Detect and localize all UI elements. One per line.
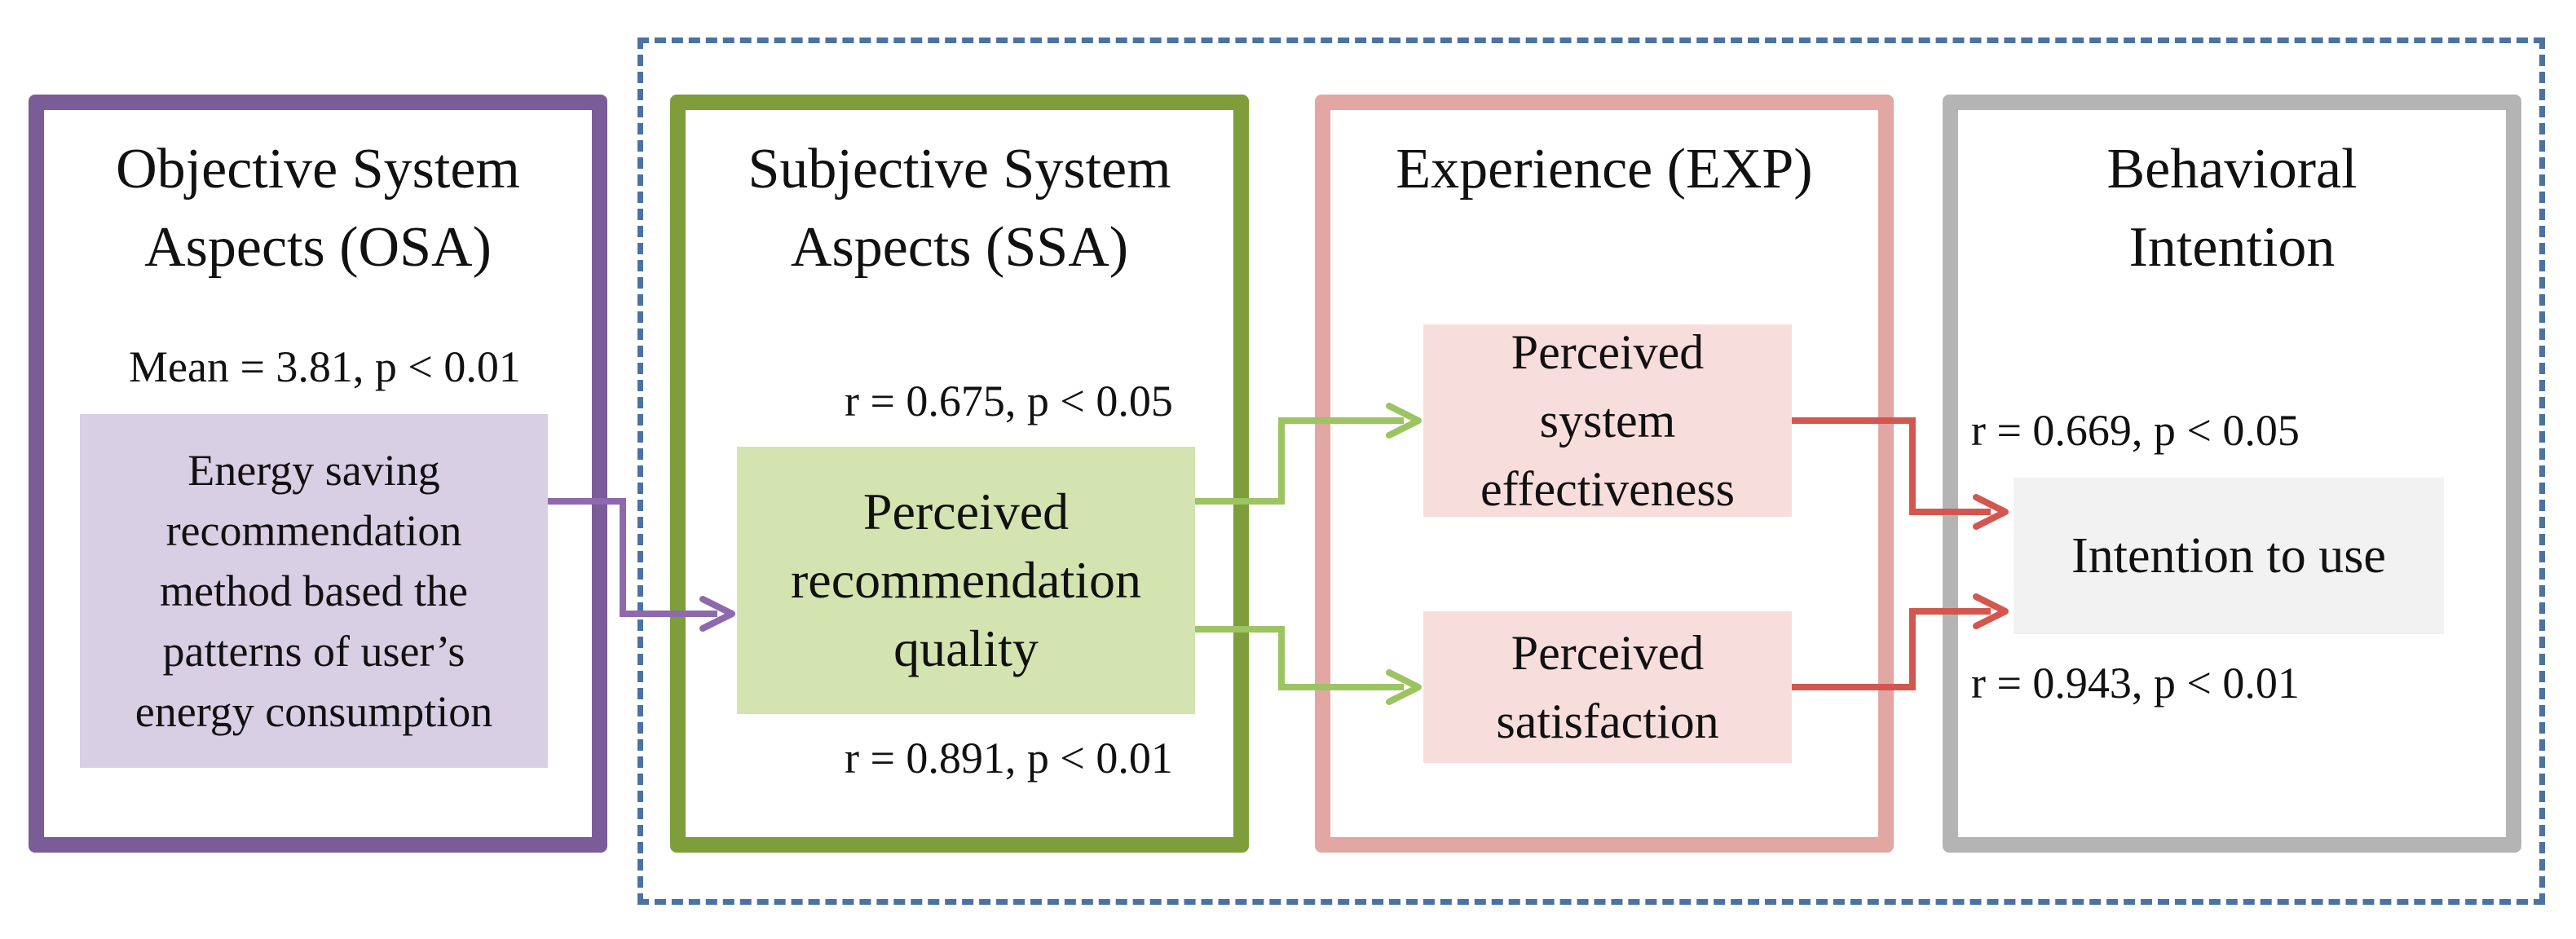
ssa-ps-correlation: r = 0.891, p < 0.01 xyxy=(845,734,1173,782)
ssa-pse-correlation: r = 0.675, p < 0.05 xyxy=(845,377,1173,425)
arrow-ps-to-itu xyxy=(1792,608,1991,690)
box-perceived-system-effectiveness: Perceived system effectiveness xyxy=(1423,324,1792,517)
arrowhead-prq-to-pse xyxy=(1386,403,1422,439)
panel-experience xyxy=(1315,95,1894,853)
arrow-prq-to-ps xyxy=(1195,626,1404,690)
bi-title: Behavioral Intention xyxy=(2106,138,2358,279)
bi-pse-correlation: r = 0.669, p < 0.05 xyxy=(1971,406,2300,455)
box-intention-to-use: Intention to use xyxy=(2014,478,2444,634)
exp-title: Experience (EXP) xyxy=(1396,138,1813,201)
arrowhead-pse-to-itu xyxy=(1973,494,2009,530)
arrowhead-osa-to-prq xyxy=(699,596,735,632)
osa-mean-stat: Mean = 3.81, p < 0.01 xyxy=(129,342,521,391)
arrow-pse-to-itu xyxy=(1792,417,1991,515)
osa-title: Objective System Aspects (OSA) xyxy=(116,138,520,279)
bi-ps-correlation: r = 0.943, p < 0.01 xyxy=(1971,659,2300,708)
box-energy-saving-method: Energy saving recommendation method base… xyxy=(80,414,548,768)
arrowhead-prq-to-ps xyxy=(1386,669,1422,705)
arrow-osa-to-prq xyxy=(548,498,717,617)
box-perceived-satisfaction: Perceived satisfaction xyxy=(1423,611,1792,763)
subjective-evaluation-frame xyxy=(637,37,2545,905)
arrow-prq-to-pse xyxy=(1195,417,1404,505)
arrowhead-ps-to-itu xyxy=(1973,593,2009,629)
panel-behavioral-intention xyxy=(1943,95,2521,853)
box-perceived-recommendation-quality: Perceived recommendation quality xyxy=(737,447,1195,714)
ssa-title: Subjective System Aspects (SSA) xyxy=(748,138,1171,279)
